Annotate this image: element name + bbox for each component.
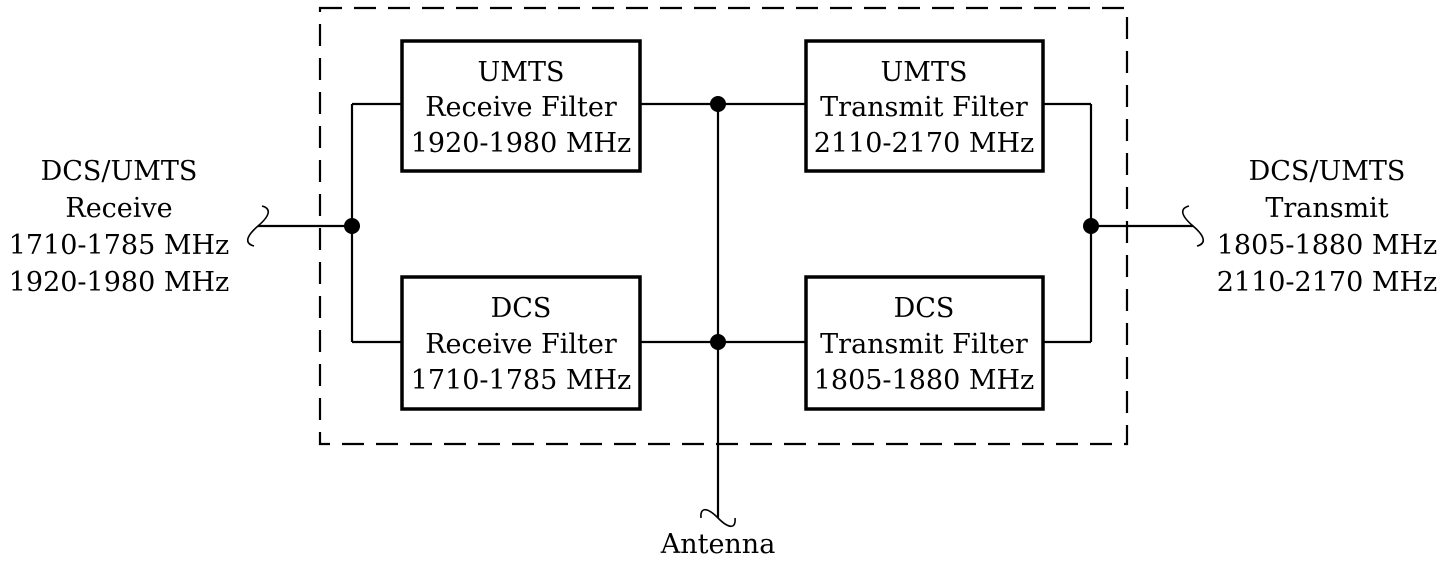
dcs-transmit-filter-line1: DCS xyxy=(894,293,955,324)
umts-receive-filter-line3: 1920-1980 MHz xyxy=(411,128,632,159)
dcs-receive-filter-line3: 1710-1785 MHz xyxy=(411,365,632,396)
receive-port-line2: Receive xyxy=(65,193,172,224)
umts-receive-filter-line1: UMTS xyxy=(478,57,565,88)
rx-junction-dot xyxy=(344,218,360,234)
dcs-transmit-filter-line2: Transmit Filter xyxy=(820,329,1028,360)
dcs-receive-filter-line1: DCS xyxy=(491,293,552,324)
dcs-transmit-filter: DCS Transmit Filter 1805-1880 MHz xyxy=(804,275,1045,411)
transmit-port-label: DCS/UMTS Transmit 1805-1880 MHz 2110-217… xyxy=(1217,156,1438,298)
antenna-connector-icon xyxy=(700,508,736,528)
dcs-transmit-filter-line3: 1805-1880 MHz xyxy=(814,365,1035,396)
umts-transmit-filter-line3: 2110-2170 MHz xyxy=(814,128,1035,159)
antenna-label: Antenna xyxy=(660,529,776,560)
transmit-port-line3: 1805-1880 MHz xyxy=(1217,230,1438,261)
umts-transmit-filter-line1: UMTS xyxy=(881,57,968,88)
umts-receive-filter-box xyxy=(400,39,642,173)
umts-transmit-filter-box xyxy=(804,39,1045,173)
receive-port-line1: DCS/UMTS xyxy=(41,156,198,187)
receive-port-label: DCS/UMTS Receive 1710-1785 MHz 1920-1980… xyxy=(9,156,230,298)
receive-port-line4: 1920-1980 MHz xyxy=(9,267,230,298)
receive-port-line3: 1710-1785 MHz xyxy=(9,230,230,261)
transmit-port-line4: 2110-2170 MHz xyxy=(1217,267,1438,298)
transmit-port-line1: DCS/UMTS xyxy=(1249,156,1406,187)
tx-junction-dot xyxy=(1083,218,1099,234)
umts-transmit-filter-line2: Transmit Filter xyxy=(820,92,1028,123)
connection-wires xyxy=(258,102,1193,518)
transmit-port-line2: Transmit xyxy=(1265,193,1388,224)
umts-transmit-filter: UMTS Transmit Filter 2110-2170 MHz xyxy=(804,39,1045,173)
junction-nodes xyxy=(344,96,1099,350)
rx-port-connector-icon xyxy=(246,205,270,247)
antenna-junction-top-dot xyxy=(710,96,726,112)
umts-receive-filter: UMTS Receive Filter 1920-1980 MHz xyxy=(400,39,642,173)
tx-port-connector-icon xyxy=(1181,205,1205,247)
dcs-receive-filter: DCS Receive Filter 1710-1785 MHz xyxy=(400,275,642,411)
dcs-receive-filter-box xyxy=(400,275,642,411)
umts-receive-filter-line2: Receive Filter xyxy=(425,92,617,123)
dcs-transmit-filter-box xyxy=(804,275,1045,411)
antenna-junction-bottom-dot xyxy=(710,334,726,350)
dcs-receive-filter-line2: Receive Filter xyxy=(425,329,617,360)
